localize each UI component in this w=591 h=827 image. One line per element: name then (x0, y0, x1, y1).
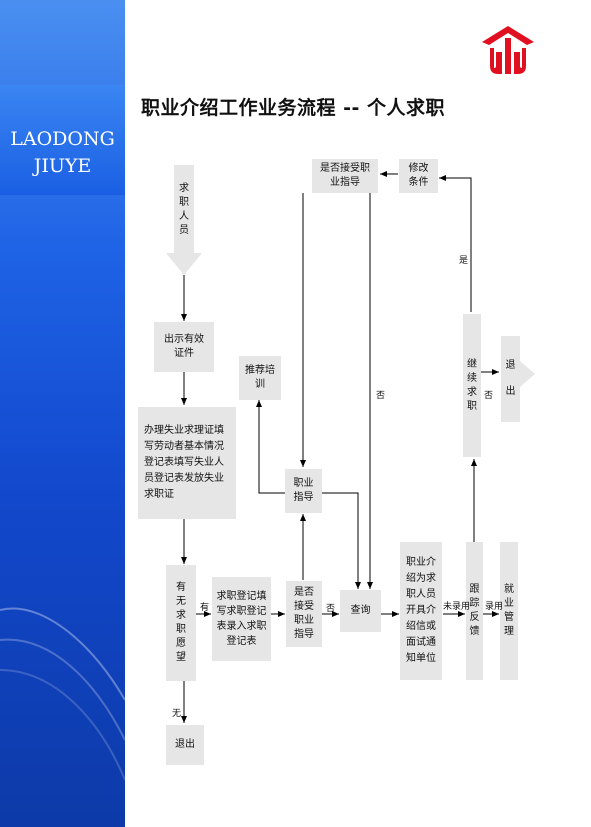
job-guidance-label: 职业指导 (293, 478, 314, 503)
sidebar: LAODONG JIUYE (0, 0, 125, 827)
has-intention-node: 有无求职愿望 (166, 565, 196, 681)
edge-label-yes-have: 有 (200, 603, 210, 613)
brand-line-1: LAODONG (10, 128, 115, 150)
exit-right-node: 退出 (501, 336, 520, 422)
job-seeker-arrow-shape (166, 165, 202, 275)
exit-right-arrow-shape (501, 336, 535, 422)
register-label: 办理失业求理证填写劳动者基本情况登记表填写失业人员登记表发放失业求职证 (144, 425, 224, 500)
brand-line-2: JIUYE (33, 155, 92, 177)
modify-conditions-label: 修改条件 (408, 163, 429, 188)
job-register-node: 求职登记填写求职登记表录入求职登记表 (212, 577, 271, 661)
page-title: 职业介绍工作业务流程 -- 个人求职 (141, 97, 446, 119)
job-register-label: 求职登记填写求职登记表录入求职登记表 (216, 591, 267, 647)
query-node: 查询 (340, 590, 381, 632)
edge-label-no-mid: 否 (376, 391, 386, 401)
recommend-training-label: 推荐培训 (245, 365, 275, 390)
show-id-label: 出示有效证件 (164, 334, 204, 359)
employment-mgmt-label: 就业管理 (504, 584, 514, 637)
introduce-label: 职业介绍为求职人员开具介绍信或面试通知单位 (406, 557, 436, 664)
continue-seeking-label: 继续求职 (467, 358, 477, 412)
sidebar-band (0, 85, 125, 195)
edge-label-hired: 录用 (485, 602, 504, 612)
accept-guidance-lower-label: 是否接受职业指导 (294, 587, 314, 640)
sidebar-swoosh (0, 607, 125, 781)
edge-label-not-hired: 未录用 (443, 602, 471, 612)
follow-up-node: 跟踪反馈 (466, 542, 483, 680)
job-guidance-node: 职业指导 (285, 469, 322, 513)
employment-mgmt-node: 就业管理 (500, 542, 518, 680)
accept-guidance-top-node: 是否接受职业指导 (312, 159, 378, 193)
edge-label-yes-top: 是 (459, 256, 469, 266)
edge-label-no-continue: 否 (484, 391, 494, 401)
accept-guidance-lower-node: 是否接受职业指导 (286, 581, 322, 647)
job-seeker-node: 求职人员 (174, 170, 194, 250)
modify-conditions-node: 修改条件 (399, 159, 438, 193)
logo-icon (482, 26, 534, 74)
follow-up-label: 跟踪反馈 (469, 584, 480, 637)
exit-right-label: 退出 (505, 360, 516, 397)
has-intention-label: 有无求职愿望 (176, 582, 186, 663)
edge-label-no-none: 无 (172, 709, 182, 719)
exit-bottom-label: 退出 (175, 739, 195, 750)
accept-guidance-top-label: 是否接受职业指导 (320, 163, 370, 188)
continue-seeking-node: 继续求职 (463, 314, 481, 457)
exit-bottom-node: 退出 (166, 725, 204, 765)
edge-label-no-lower: 否 (326, 604, 336, 614)
show-id-node: 出示有效证件 (154, 322, 214, 372)
register-node: 办理失业求理证填写劳动者基本情况登记表填写失业人员登记表发放失业求职证 (138, 407, 236, 519)
recommend-training-node: 推荐培训 (239, 356, 281, 400)
query-label: 查询 (350, 605, 371, 616)
job-seeker-label: 求职人员 (179, 183, 189, 236)
introduce-node: 职业介绍为求职人员开具介绍信或面试通知单位 (400, 542, 442, 680)
